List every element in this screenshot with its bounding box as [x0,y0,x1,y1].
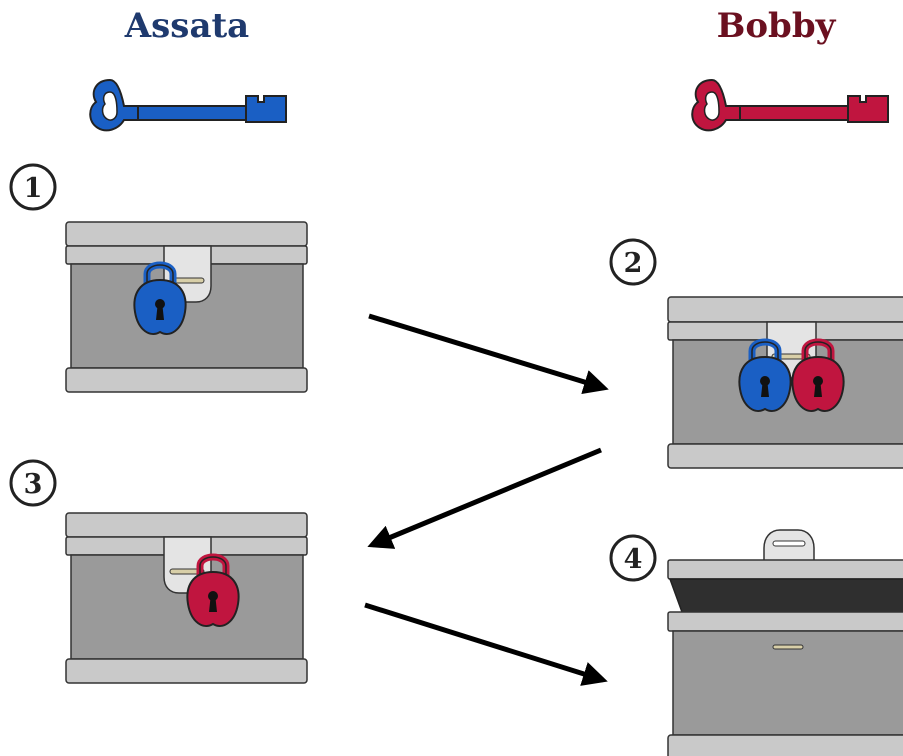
arrow-step3-to-step4 [364,602,608,686]
assata-key-icon [89,79,287,132]
chest-step-2 [667,296,903,469]
step-number: 4 [624,544,643,575]
step-number: 2 [624,248,643,279]
step-badge: 2 [609,238,657,286]
step-badge: 4 [609,534,657,582]
step-number: 3 [24,469,43,500]
chest-step-1 [65,221,308,393]
arrow-step1-to-step2 [368,313,609,395]
chest-step-4-open [667,529,903,756]
bobby-name: Bobby [717,6,837,46]
assata-name: Assata [124,6,249,46]
arrow-step2-to-step3 [367,447,602,549]
chest-step-3 [65,512,308,684]
bobby-key-icon [691,79,889,132]
step-number: 1 [24,173,43,204]
step-badge: 1 [9,163,57,211]
step-badge: 3 [9,459,57,507]
